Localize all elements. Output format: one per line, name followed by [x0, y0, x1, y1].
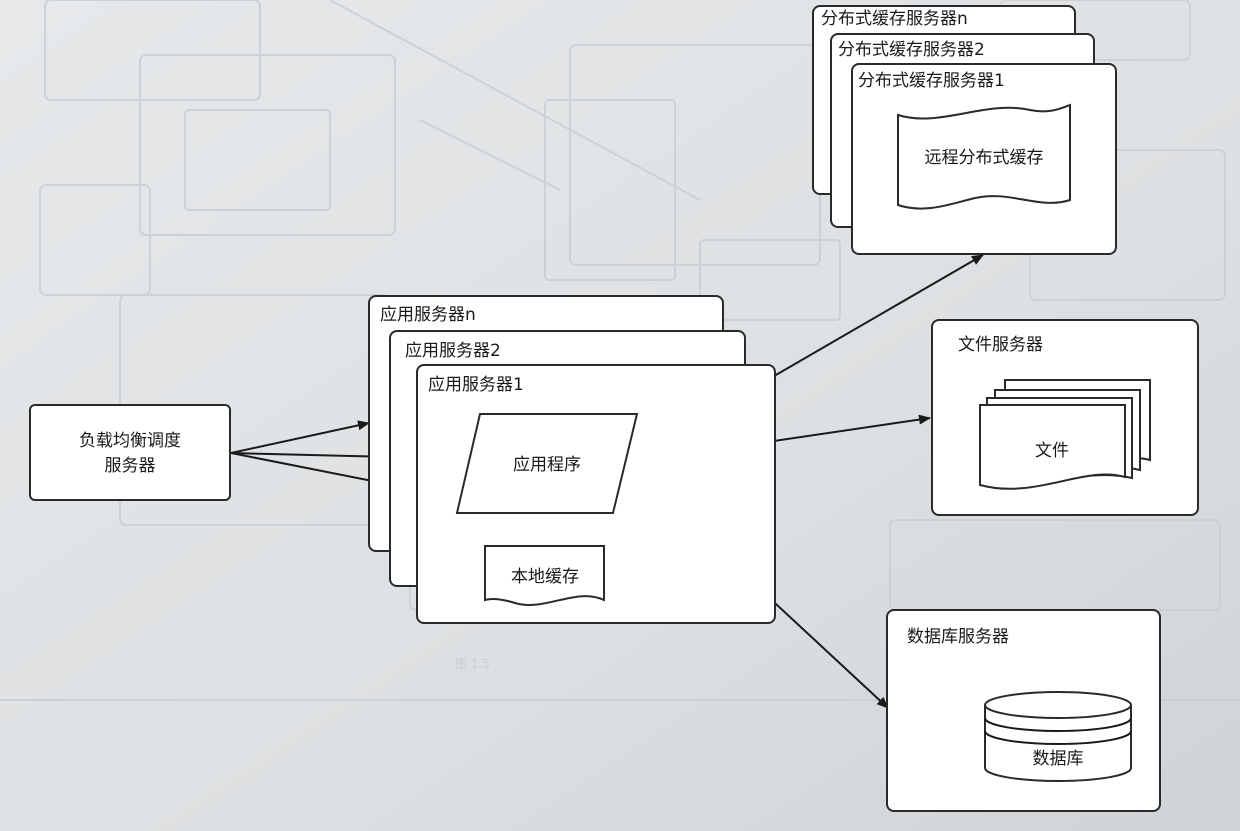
application-program-label: 应用程序	[513, 455, 581, 475]
local-cache-label: 本地缓存	[511, 567, 579, 587]
load-balancer-server: 负载均衡调度 服务器	[29, 404, 231, 501]
cache-server-n-label: 分布式缓存服务器n	[821, 9, 968, 29]
cache-server-stack: 分布式缓存服务器n 分布式缓存服务器2 分布式缓存服务器1 远程分布式缓存	[812, 5, 1117, 255]
app-server-1-label: 应用服务器1	[428, 375, 524, 395]
database-server: 数据库服务器 数据库	[886, 609, 1161, 812]
database-label: 数据库	[1033, 749, 1084, 769]
svg-text:.: .	[600, 749, 604, 763]
local-cache: 本地缓存	[484, 545, 605, 606]
files-label: 文件	[1035, 441, 1069, 461]
app-server-2-label: 应用服务器2	[405, 341, 501, 361]
remote-distributed-cache: 远程分布式缓存	[897, 103, 1071, 210]
app-server-n-label: 应用服务器n	[380, 305, 476, 325]
svg-text:图 1.5: 图 1.5	[455, 657, 490, 671]
database-cylinder: 数据库	[984, 691, 1132, 782]
arrow-lb-to-app-n	[230, 420, 370, 454]
cache-server-1-label: 分布式缓存服务器1	[858, 71, 1005, 91]
app-server-1: 应用服务器1 应用程序 本地缓存	[416, 364, 776, 624]
cache-server-1: 分布式缓存服务器1 远程分布式缓存	[851, 63, 1117, 255]
application-program: 应用程序	[455, 413, 639, 514]
load-balancer-label-line1: 负载均衡调度	[79, 431, 181, 451]
file-server: 文件服务器 文件	[931, 319, 1199, 516]
cache-server-2-label: 分布式缓存服务器2	[838, 40, 985, 60]
files-stack: 文件	[979, 379, 1151, 490]
arrow-lb-to-app-2	[230, 451, 391, 462]
remote-cache-label: 远程分布式缓存	[925, 148, 1044, 168]
app-server-stack: 应用服务器n 应用服务器2 应用服务器1 应用程序 本地缓存	[368, 295, 776, 624]
load-balancer-label-line2: 服务器	[105, 456, 156, 476]
database-server-label: 数据库服务器	[907, 627, 1009, 647]
file-server-label: 文件服务器	[958, 335, 1043, 355]
